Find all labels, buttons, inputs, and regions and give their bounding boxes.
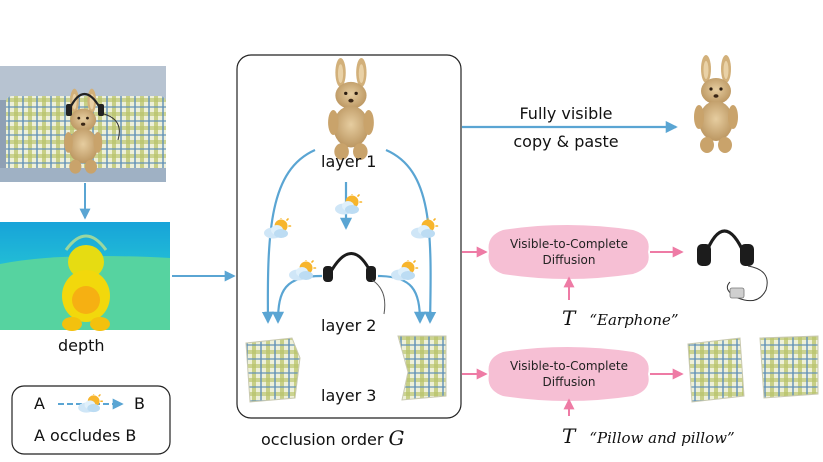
diffusion-pill-2: [488, 347, 649, 401]
layer2-headphones-image: [323, 252, 386, 315]
output-rabbit-image: [694, 55, 738, 153]
layer1-label: layer 1: [321, 152, 377, 171]
text-prompt-2-value: “Pillow and pillow”: [589, 429, 735, 447]
fully-visible-line1: Fully visible: [519, 104, 613, 123]
diffusion-pill-1: [488, 225, 649, 279]
occlusion-panel: [236, 54, 462, 419]
fully-visible-line2: copy & paste: [513, 132, 619, 151]
occlusion-arrows: [261, 148, 437, 324]
sun-behind-cloud-icon: [390, 260, 419, 282]
depth-map: [0, 222, 170, 331]
legend-meaning: A occludes B: [34, 426, 137, 445]
sun-behind-cloud-icon: [263, 218, 292, 240]
occlusion-order-text: occlusion order: [261, 430, 384, 449]
text-prompt-2-symbol: T: [562, 424, 576, 448]
layer3-label: layer 3: [321, 386, 377, 405]
layer3-pillow-right-image: [397, 335, 447, 401]
bedroom-photo: [0, 66, 166, 182]
layer2-label: layer 2: [321, 316, 377, 335]
legend-box: [11, 385, 171, 455]
layer3-pillow-left-image: [245, 337, 301, 403]
layer1-rabbit-image: [328, 58, 374, 160]
sun-behind-cloud-icon: [410, 218, 439, 240]
diffusion-label-2: Visible-to-Complete Diffusion: [492, 358, 646, 390]
diffusion-label-1-line2: Diffusion: [542, 253, 596, 267]
occlusion-order-symbol: G: [388, 426, 405, 450]
diffusion-label-2-line1: Visible-to-Complete: [510, 359, 628, 373]
depth-label: depth: [58, 336, 105, 355]
fully-visible-label: Fully visible copy & paste: [496, 100, 636, 156]
text-prompt-1-symbol: T: [562, 306, 576, 330]
diffusion-label-1: Visible-to-Complete Diffusion: [492, 236, 646, 268]
text-prompt-2: T “Pillow and pillow”: [562, 424, 735, 448]
text-prompt-1: T “Earphone”: [562, 306, 679, 330]
legend-to: B: [134, 394, 145, 413]
sun-behind-cloud-icon: [288, 260, 317, 282]
diffusion-label-1-line1: Visible-to-Complete: [510, 237, 628, 251]
legend-from: A: [34, 394, 45, 413]
output-pillows-image: [687, 335, 819, 403]
text-prompt-1-value: “Earphone”: [589, 311, 679, 329]
diffusion-label-2-line2: Diffusion: [542, 375, 596, 389]
sun-behind-cloud-icon: [334, 194, 363, 216]
sun-behind-cloud-icon: [77, 394, 104, 414]
output-headphones-image: [697, 229, 768, 302]
occlusion-order-caption: occlusion order G: [261, 426, 405, 450]
